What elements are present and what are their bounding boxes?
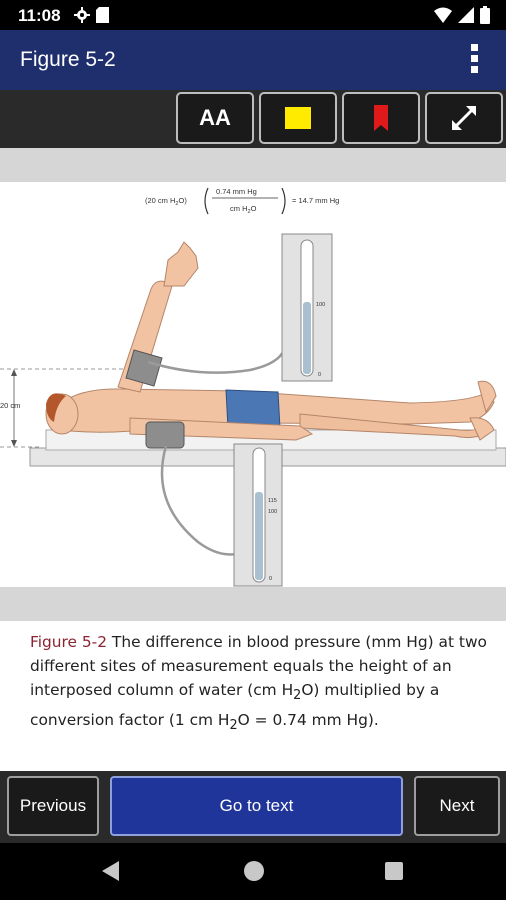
app-bar: Figure 5-2 (0, 30, 506, 90)
bookmark-button[interactable] (342, 92, 420, 144)
overflow-menu-icon[interactable] (466, 44, 482, 78)
caption-text-1: The difference in blood pressure (mm Hg)… (30, 633, 487, 699)
wifi-icon (434, 7, 452, 23)
fullscreen-icon (451, 105, 477, 131)
fraction-denominator-end: O (251, 204, 257, 213)
caption-label: Figure 5-2 (30, 633, 108, 651)
home-icon[interactable] (244, 861, 264, 881)
bookmark-icon (374, 105, 388, 131)
font-size-icon: AA (199, 105, 231, 130)
font-size-button[interactable]: AA (176, 92, 254, 144)
sd-card-icon (96, 7, 109, 23)
fraction-denominator: cm H (230, 204, 248, 213)
caption-sub-1: 2 (293, 688, 302, 704)
lower-gauge-mark-b: 100 (268, 509, 277, 515)
formula-result: = 14.7 mm Hg (292, 196, 339, 205)
upper-gauge-top: 100 (316, 302, 325, 308)
signal-icon (458, 7, 474, 23)
figure-image[interactable]: (20 cm H2O) 0.74 mm Hg cm H2O = 14.7 mm … (0, 182, 506, 587)
next-button[interactable]: Next (414, 776, 500, 836)
caption-text-3: O = 0.74 mm Hg). (237, 711, 379, 730)
highlight-button[interactable] (259, 92, 337, 144)
formula-sub: 2 (175, 201, 178, 207)
status-icons-left (74, 6, 109, 24)
status-icons-right (434, 6, 490, 24)
back-icon[interactable] (102, 861, 119, 881)
formula-close: O) (178, 196, 187, 205)
highlight-icon (285, 107, 311, 129)
reader-toolbar: AA (0, 90, 506, 148)
fraction-numerator: 0.74 mm Hg (216, 187, 257, 196)
system-nav-bar (0, 843, 506, 900)
fraction-denominator-sub: 2 (248, 209, 251, 215)
fullscreen-button[interactable] (425, 92, 503, 144)
figure-illustration: (20 cm H2O) 0.74 mm Hg cm H2O = 14.7 mm … (0, 187, 506, 587)
svg-text:(20 cm H2O): (20 cm H2O) (145, 196, 187, 207)
previous-button[interactable]: Previous (7, 776, 99, 836)
figure-top-band (0, 148, 506, 182)
battery-icon (480, 6, 490, 24)
gear-icon (74, 7, 90, 23)
caption-sub-2: 2 (229, 718, 238, 734)
figure-caption: Figure 5-2 The difference in blood press… (30, 630, 490, 738)
upper-gauge-bottom: 0 (318, 372, 321, 378)
go-to-text-button[interactable]: Go to text (110, 776, 403, 836)
status-bar: 11:08 (0, 0, 506, 30)
page-title: Figure 5-2 (20, 48, 116, 71)
svg-text:cm H2O: cm H2O (230, 204, 257, 215)
height-label: 20 cm (0, 401, 20, 410)
recents-icon[interactable] (385, 862, 403, 880)
caption-text-2: O) multiplied by a conversion factor (1 … (30, 681, 440, 730)
lower-gauge-bottom: 0 (269, 576, 272, 582)
status-time: 11:08 (18, 6, 61, 25)
figure-bottom-band (0, 587, 506, 621)
formula-left: (20 cm H (145, 196, 175, 205)
bottom-nav-bar: Previous Go to text Next (0, 771, 506, 843)
lower-gauge-mark-a: 115 (268, 498, 277, 504)
